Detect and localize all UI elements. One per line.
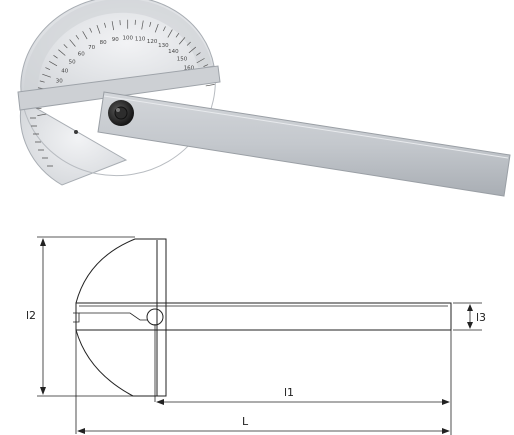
scale-tick xyxy=(163,26,166,32)
scale-numbers: 1020304050607080901001101201301401501601… xyxy=(51,36,200,106)
scale-tick xyxy=(39,80,45,83)
scale-number: 120 xyxy=(147,39,158,45)
scale-number: 40 xyxy=(61,68,68,74)
scale-tick xyxy=(205,84,215,87)
drawing-pivot xyxy=(146,308,164,326)
scale-number: 70 xyxy=(88,45,95,51)
scale-tick xyxy=(154,23,159,33)
drawing-head xyxy=(73,238,167,397)
technical-drawing: l2 l3 l1 L xyxy=(26,236,486,435)
lower-scale xyxy=(30,117,53,167)
scale-number: 110 xyxy=(135,36,146,42)
label-l2: l2 xyxy=(26,309,36,322)
scale-number: 100 xyxy=(122,36,133,42)
base-bar xyxy=(17,65,221,111)
drawing-arm xyxy=(75,302,452,331)
scale-tick xyxy=(45,67,51,71)
scale-tick xyxy=(42,73,51,78)
scale-tick xyxy=(96,25,101,34)
protractor-arm xyxy=(97,91,511,197)
scale-number: 90 xyxy=(112,37,119,43)
scale-number: 130 xyxy=(158,43,169,49)
scale-number: 160 xyxy=(184,65,195,71)
label-l3: l3 xyxy=(476,311,486,324)
scale-tick xyxy=(186,41,191,46)
scale-number: 30 xyxy=(56,78,63,84)
scale-number: 50 xyxy=(69,59,76,65)
scale-tick xyxy=(104,22,107,28)
protractor-photo: 1020304050607080901001101201301401501601… xyxy=(17,0,511,197)
scale-tick xyxy=(82,31,88,40)
label-L: L xyxy=(242,415,249,428)
scale-tick xyxy=(141,20,144,30)
scale-number: 60 xyxy=(78,51,85,57)
scale-tick xyxy=(69,39,76,47)
scale-number: 150 xyxy=(177,57,188,63)
head-screw xyxy=(74,130,78,134)
scale-tick xyxy=(196,58,205,64)
scale-tick xyxy=(175,33,180,38)
scale-tick xyxy=(178,37,186,45)
scale-tick xyxy=(188,46,197,54)
label-l1: l1 xyxy=(284,386,294,399)
scale-tick xyxy=(53,55,58,59)
dimension-l3: l3 xyxy=(453,302,486,331)
scale-tick xyxy=(111,21,115,31)
dimension-L: L xyxy=(75,330,450,434)
scale-tick xyxy=(63,44,68,49)
dimension-l2: l2 xyxy=(26,236,135,397)
scale-tick xyxy=(196,52,201,56)
scale-tick xyxy=(203,64,209,67)
scale-tick xyxy=(48,61,58,67)
dimension-l1: l1 xyxy=(156,330,452,435)
scale-tick xyxy=(75,35,80,40)
scale-tick xyxy=(167,29,173,38)
scale-tick xyxy=(89,27,93,33)
scale-tick xyxy=(58,49,66,56)
scale-tick xyxy=(149,21,152,27)
scale-number: 80 xyxy=(100,40,107,46)
scale-number: 140 xyxy=(168,49,179,55)
scale-tick xyxy=(37,113,47,116)
